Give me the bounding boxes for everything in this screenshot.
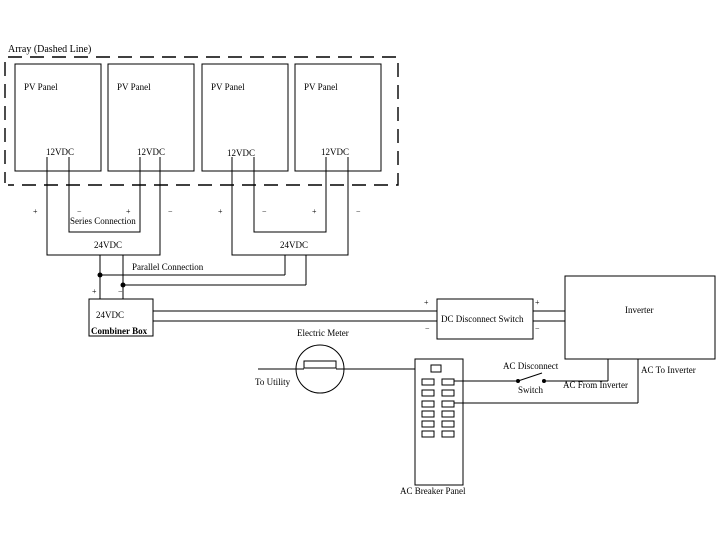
- series-connection-label: Series Connection: [70, 216, 136, 226]
- main-breaker: [430, 364, 442, 373]
- series-wiring-left: [46, 157, 161, 256]
- pv-panel-1-voltage: 12VDC: [46, 147, 74, 157]
- electric-meter: [295, 344, 345, 394]
- plus-sign-1: +: [33, 207, 38, 216]
- breakers-left: [421, 378, 435, 438]
- breakers-right: [441, 378, 455, 438]
- parallel-wiring: [97, 255, 307, 300]
- minus-sign-3: −: [262, 207, 267, 216]
- pv-panel-2-voltage: 12VDC: [137, 147, 165, 157]
- pv-panel-1: PV Panel 12VDC: [14, 63, 102, 172]
- plus-sign-3: +: [218, 207, 223, 216]
- combiner-box: 24VDC Combiner Box: [88, 298, 154, 337]
- ac-from-inverter-label: AC From Inverter: [563, 380, 628, 390]
- series-voltage-right: 24VDC: [280, 240, 308, 250]
- ac-disconnect-label: AC Disconnect: [503, 361, 559, 371]
- pv-panel-4-voltage: 12VDC: [321, 147, 349, 157]
- pv-panel-4-label: PV Panel: [304, 82, 338, 92]
- switch-label: Switch: [518, 385, 544, 395]
- dc-disconnect-label: DC Disconnect Switch: [441, 314, 524, 324]
- electric-meter-label: Electric Meter: [297, 328, 349, 338]
- combiner-box-label: Combiner Box: [91, 326, 148, 336]
- ac-wiring: [454, 359, 639, 404]
- series-voltage-left: 24VDC: [94, 240, 122, 250]
- pv-panel-1-label: PV Panel: [24, 82, 58, 92]
- pv-panel-2: PV Panel 12VDC: [107, 63, 195, 172]
- pv-panel-3-label: PV Panel: [211, 82, 245, 92]
- array-boundary: [4, 56, 399, 186]
- array-title: Array (Dashed Line): [8, 44, 91, 55]
- combiner-plus-sign: +: [92, 287, 97, 296]
- minus-sign-2: −: [168, 207, 173, 216]
- pv-panel-3-voltage: 12VDC: [227, 148, 255, 158]
- dc-feed-wires: [153, 310, 437, 322]
- dc-in-plus-sign: +: [424, 298, 429, 307]
- dc-disconnect-switch: DC Disconnect Switch: [436, 298, 534, 340]
- minus-sign-1: −: [77, 207, 82, 216]
- parallel-connection-label: Parallel Connection: [132, 262, 204, 272]
- combiner-voltage: 24VDC: [96, 310, 124, 320]
- inverter: Inverter: [564, 275, 716, 360]
- plus-sign-4: +: [312, 207, 317, 216]
- pv-panel-2-label: PV Panel: [117, 82, 151, 92]
- pv-panel-4: PV Panel 12VDC: [294, 63, 382, 172]
- to-utility-label: To Utility: [255, 377, 291, 387]
- plus-sign-2: +: [126, 207, 131, 216]
- ac-to-inverter-label: AC To Inverter: [641, 365, 696, 375]
- series-wiring-right: [231, 157, 349, 256]
- pv-panel-3: PV Panel 12VDC: [201, 63, 289, 172]
- ac-breaker-panel: [414, 358, 464, 486]
- inverter-label: Inverter: [625, 305, 653, 315]
- dc-in-minus-sign: −: [425, 324, 430, 333]
- ac-breaker-panel-label: AC Breaker Panel: [400, 486, 466, 496]
- inv-plus-sign: +: [535, 298, 540, 307]
- combiner-minus-sign: −: [118, 287, 123, 296]
- inverter-dc-wires: [533, 310, 565, 322]
- inv-minus-sign: −: [535, 324, 540, 333]
- minus-sign-4: −: [356, 207, 361, 216]
